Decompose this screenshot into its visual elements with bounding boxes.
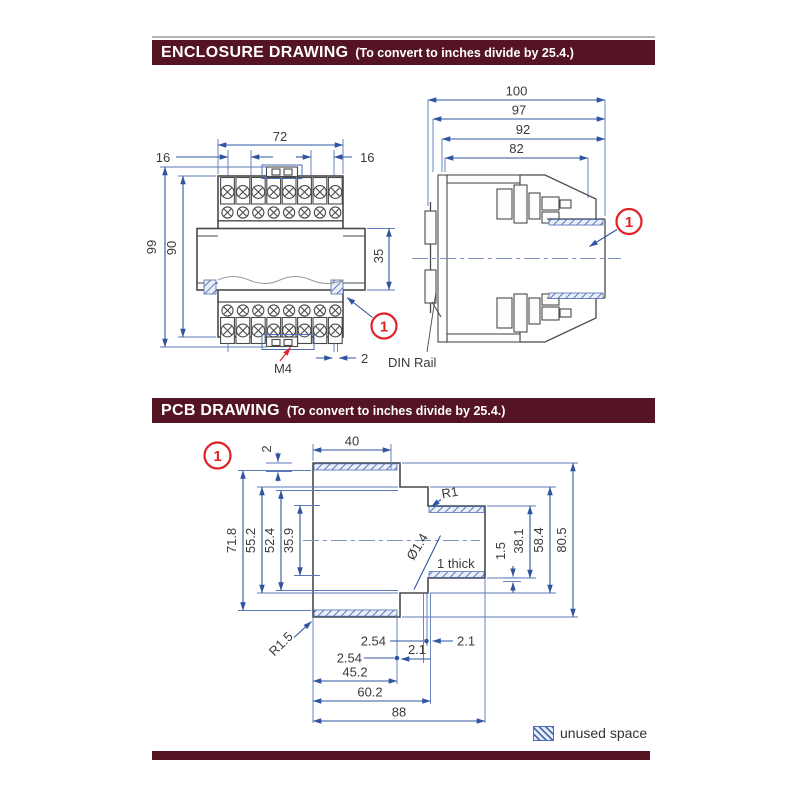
din-rail-label: DIN Rail: [388, 355, 437, 370]
screw-m4-label: M4: [274, 361, 292, 376]
dim-2-1-upper-label: 2.1: [457, 634, 475, 649]
dim-52-4-label: 52.4: [262, 528, 277, 553]
bottom-bar: [152, 751, 650, 760]
enclosure-side-view: 100 97 92 82: [388, 84, 643, 370]
dim-16-right-label: 16: [360, 150, 374, 165]
bottom-wall-section: [446, 333, 521, 343]
dim-88-label: 88: [392, 705, 406, 720]
dim-1-5-label: 1.5: [493, 542, 508, 560]
unused-space-hatch-left: [203, 279, 217, 295]
unused-space-swatch: [533, 725, 554, 741]
unused-space-hatch-right: [330, 279, 344, 295]
dim-60-2-label: 60.2: [357, 685, 382, 700]
dim-82-label: 82: [509, 141, 523, 156]
dim-100-label: 100: [506, 84, 528, 99]
dim-38-1-label: 38.1: [511, 528, 526, 553]
thickness-note: 1 thick: [437, 556, 475, 571]
pcb-drawing-view: 2 40 71.8 55.2 52.4 35.9 38.1 58.4 80.5 …: [203, 434, 578, 724]
dim-35-label: 35: [371, 249, 386, 263]
din-rail-clip-bottom: [424, 269, 437, 304]
radius-r1-5-label: R1.5: [266, 629, 296, 659]
top-mount-tab: [265, 166, 299, 178]
legend: unused space: [533, 725, 647, 741]
dim-80-5-label: 80.5: [554, 527, 569, 552]
pcb-hatch-top: [313, 463, 398, 471]
din-rail-clip-top: [424, 210, 437, 245]
enclosure-drawing-header: ENCLOSURE DRAWING (To convert to inches …: [152, 40, 655, 65]
pcb-edge-hatch-bottom: [548, 292, 604, 299]
radius-r1-label: R1: [440, 484, 459, 502]
dim-90-label: 90: [164, 241, 179, 255]
dim-2-top-label: 2: [259, 445, 274, 452]
pcb-hatch-tongue-top: [428, 506, 485, 513]
dim-92-label: 92: [516, 122, 530, 137]
callout-1-front: [370, 312, 398, 340]
dim-2-1-lower-label: 2.1: [408, 642, 426, 657]
dim-45-2-label: 45.2: [342, 665, 367, 680]
callout-1-side: [615, 207, 643, 236]
dim-55-2-label: 55.2: [243, 528, 258, 553]
callout-1-front-label: 1: [380, 319, 388, 336]
dim-35-9-label: 35.9: [281, 528, 296, 553]
enclosure-front-view: 72 16 16 99 90 35 2 M4: [144, 129, 398, 376]
dim-99-label: 99: [144, 240, 159, 254]
pcb-header-title: PCB DRAWING: [161, 401, 280, 419]
unused-space-label: unused space: [560, 725, 648, 741]
dim-58-4-label: 58.4: [531, 527, 546, 552]
dim-97-label: 97: [512, 103, 526, 118]
dim-2-label: 2: [361, 351, 368, 366]
m4-leader: [279, 347, 291, 362]
dim-2-54-upper-label: 2.54: [361, 634, 386, 649]
dim-71-8-label: 71.8: [224, 528, 239, 553]
din-rail-leader: [426, 291, 437, 353]
dim-16-left-label: 16: [156, 150, 170, 165]
pcb-edge-hatch-top: [548, 219, 604, 226]
pcb-hatch-tongue-bottom: [428, 571, 485, 578]
enclosure-header-subtitle: (To convert to inches divide by 25.4.): [355, 45, 574, 60]
dim-72-label: 72: [273, 129, 287, 144]
pcb-drawing-header: PCB DRAWING (To convert to inches divide…: [152, 398, 655, 423]
dim-40-label: 40: [345, 434, 359, 449]
callout-1-pcb: [203, 441, 232, 470]
callout-1-side-label: 1: [625, 214, 633, 231]
callout-1-pcb-label: 1: [213, 448, 221, 465]
dim-2-54-lower-label: 2.54: [337, 651, 362, 666]
pcb-header-subtitle: (To convert to inches divide by 25.4.): [286, 403, 506, 418]
top-wall-section: [446, 174, 521, 184]
top-separator-line: [152, 36, 655, 38]
enclosure-header-title: ENCLOSURE DRAWING: [161, 43, 349, 61]
break-line: [217, 276, 344, 284]
bottom-mount-tab: [265, 336, 299, 348]
pcb-hatch-bottom: [313, 609, 398, 617]
